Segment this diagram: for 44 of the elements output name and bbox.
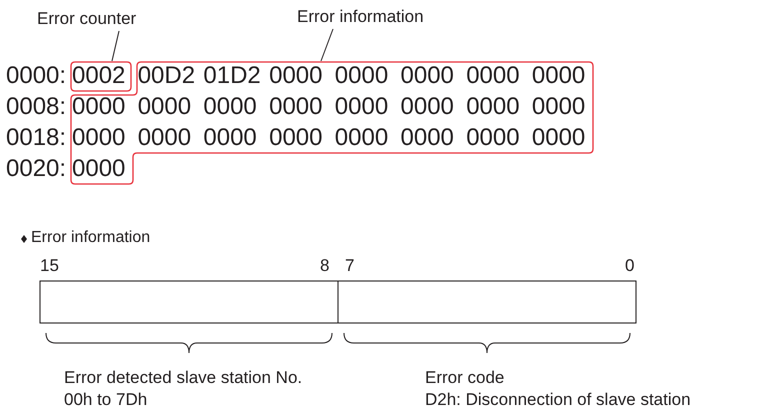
callout-label: Error information <box>297 8 424 25</box>
hex-word: 0000 <box>269 95 322 119</box>
hex-word: 0000 <box>203 95 257 119</box>
hex-word: 0000 <box>269 64 322 88</box>
hex-word: 00D2 <box>138 64 196 88</box>
hex-word: 0000 <box>400 95 454 119</box>
address-label: 0020: <box>6 157 66 181</box>
hex-word: 0000 <box>203 126 257 150</box>
hex-word: 0000 <box>334 126 388 150</box>
field-description: Error detected slave station No. <box>64 369 302 386</box>
hex-word: 0000 <box>72 95 126 119</box>
leader-line <box>320 28 334 62</box>
field-description: 00h to 7Dh <box>64 391 148 408</box>
field-description: D2h: Disconnection of slave station <box>425 391 691 408</box>
leader-line <box>112 30 120 62</box>
address-label: 0018: <box>6 126 66 150</box>
hex-word: 0000 <box>138 95 192 119</box>
hex-word: 0000 <box>269 126 322 150</box>
hex-word: 0000 <box>532 95 586 119</box>
bit-number: 7 <box>345 257 354 274</box>
hex-word: 0000 <box>72 126 126 150</box>
hex-word: 0000 <box>466 64 520 88</box>
hex-word: 0000 <box>532 64 586 88</box>
bit-number: 15 <box>40 257 59 274</box>
hex-word: 0000 <box>334 64 388 88</box>
hex-word: 0000 <box>400 64 454 88</box>
hex-word: 0000 <box>400 126 454 150</box>
hex-word: 0000 <box>138 126 192 150</box>
callout-label: Error counter <box>37 10 136 27</box>
address-label: 0000: <box>6 64 66 88</box>
hex-word: 0000 <box>72 157 126 181</box>
heading: Error information <box>31 230 150 246</box>
hex-word: 0000 <box>466 95 520 119</box>
hex-word: 01D2 <box>203 64 261 88</box>
hex-word: 0000 <box>466 126 520 150</box>
bit-number: 0 <box>625 257 634 274</box>
hex-word: 0000 <box>334 95 388 119</box>
highlight-outline <box>70 61 594 185</box>
hex-word: 0000 <box>532 126 586 150</box>
field-description: Error code <box>425 369 504 386</box>
hex-word: 0002 <box>72 64 126 88</box>
address-label: 0008: <box>6 95 66 119</box>
highlight-outline <box>70 61 132 92</box>
bit-number: 8 <box>320 257 330 274</box>
